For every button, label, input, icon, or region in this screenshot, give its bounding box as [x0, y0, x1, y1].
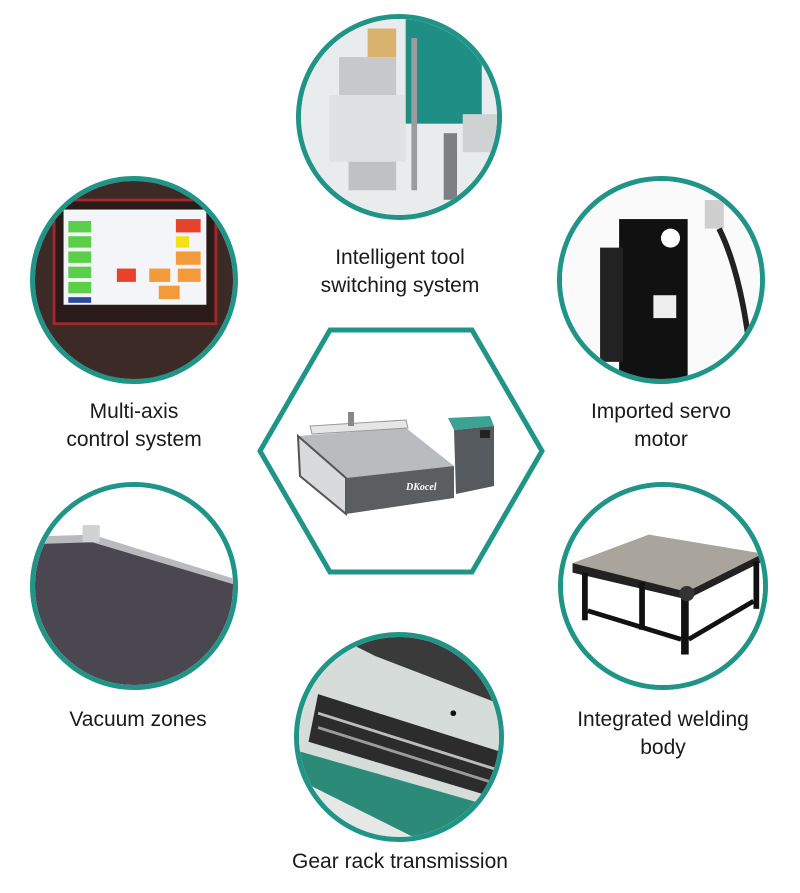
gear-rack-image	[294, 632, 504, 842]
caption-line: Integrated welding	[577, 708, 749, 731]
cutting-machine-image	[296, 412, 494, 517]
caption-line: Intelligent tool	[335, 246, 465, 269]
control-panel-image	[30, 176, 238, 384]
caption-line: control system	[66, 428, 202, 451]
servo-motor-image	[557, 176, 765, 384]
caption-line: body	[640, 736, 686, 759]
vacuum-table-image	[30, 482, 238, 690]
caption-line: Multi-axis	[89, 400, 179, 423]
caption-line: switching system	[320, 274, 480, 297]
caption-line: Vacuum zones	[69, 708, 207, 731]
brand-logo: DKocel	[405, 482, 437, 493]
caption-line: motor	[634, 428, 688, 451]
welding-frame-image	[558, 482, 768, 690]
caption-line: Imported servo	[590, 400, 732, 423]
center-hexagon: DKocel	[256, 326, 546, 576]
tool-switching-image	[296, 14, 502, 220]
caption-line: Gear rack transmission	[292, 850, 508, 873]
